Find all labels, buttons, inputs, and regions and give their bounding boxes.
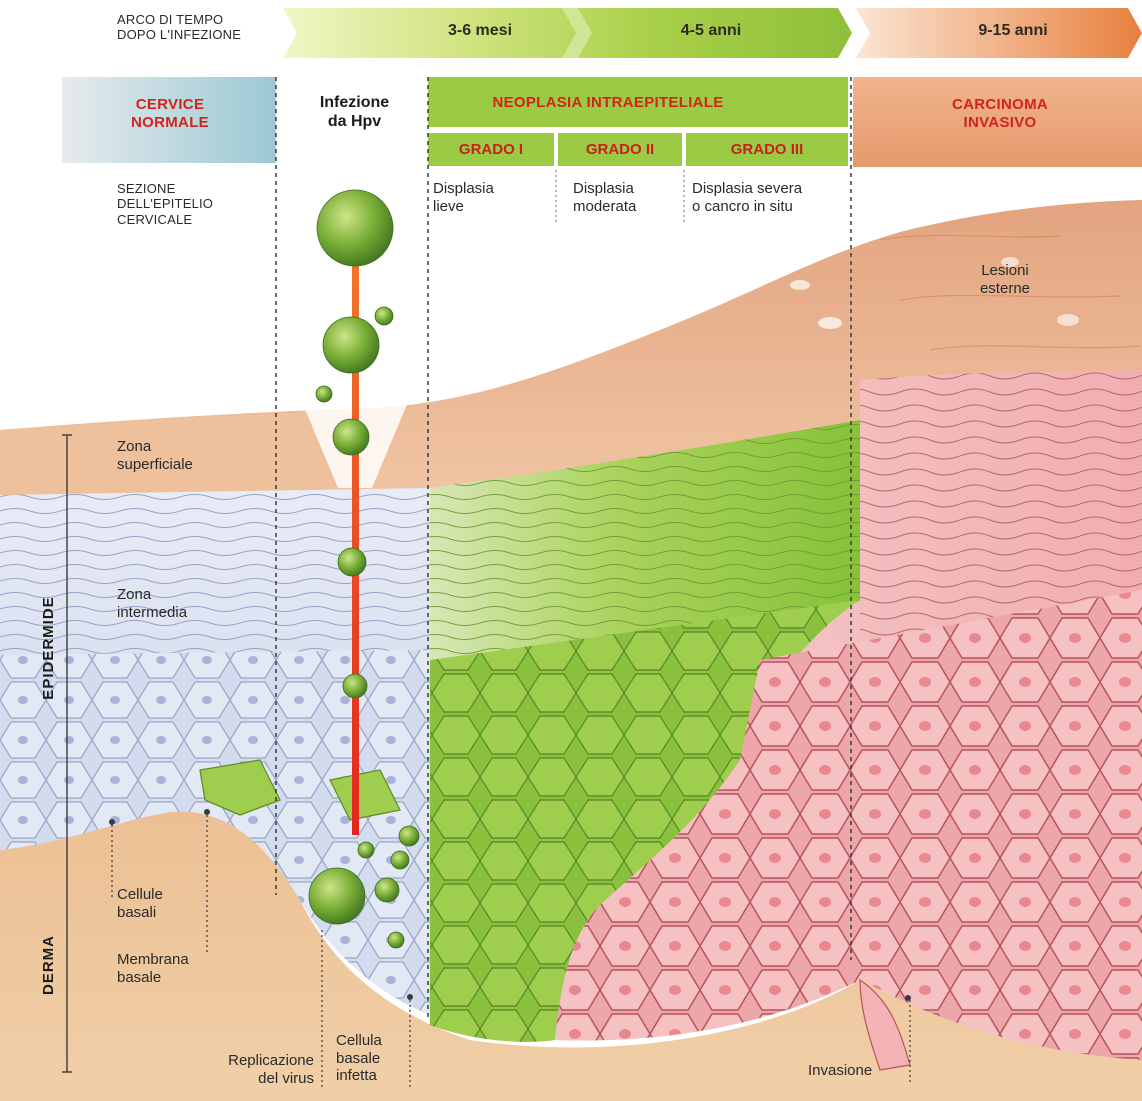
timeline-segment-2: 4-5 anni (636, 22, 786, 41)
stage-infection: Infezione da Hpv (282, 94, 427, 132)
grade-2-label: GRADO II (558, 141, 682, 159)
grade-1-description: Displasia lieve (433, 180, 553, 215)
timeline-segment-1: 3-6 mesi (405, 22, 555, 41)
stage-neoplasia: NEOPLASIA INTRAEPITELIALE (428, 94, 788, 112)
stage-normal: CERVICE NORMALE (95, 96, 245, 131)
grade-3-label: GRADO III (686, 141, 848, 159)
virus-particle (388, 932, 404, 948)
virus-replication-label: Replicazione del virus (190, 1052, 314, 1087)
virus-particle (316, 386, 332, 402)
intermediate-zone-label: Zona intermedia (117, 586, 257, 621)
virus-particle (391, 851, 409, 869)
basal-membrane-label: Membrana basale (117, 951, 237, 986)
grade-2-description: Displasia moderata (573, 180, 683, 215)
grade-1-label: GRADO I (428, 141, 554, 159)
timeline-segment-3: 9-15 anni (938, 22, 1088, 41)
basal-cells-label: Cellule basali (117, 886, 217, 921)
virus-particle (317, 190, 393, 266)
dermis-label: DERMA (40, 925, 60, 1005)
virus-particle (399, 826, 419, 846)
invasion-label: Invasione (808, 1062, 908, 1080)
section-label: SEZIONE DELL'EPITELIO CERVICALE (117, 181, 267, 227)
virus-particle (343, 674, 367, 698)
timeline-label: ARCO DI TEMPO DOPO L'INFEZIONE (117, 12, 287, 43)
external-lesions-label: Lesioni esterne (950, 262, 1060, 297)
virus-particle (358, 842, 374, 858)
virus-particle (375, 878, 399, 902)
virus-particle (323, 317, 379, 373)
superficial-zone-label: Zona superficiale (117, 438, 257, 473)
infected-basal-cell-label: Cellula basale infetta (336, 1032, 416, 1085)
virus-particle (375, 307, 393, 325)
epidermis-label: EPIDERMIDE (40, 588, 60, 708)
virus-particle (338, 548, 366, 576)
virus-particle (309, 868, 365, 924)
virus-particle (333, 419, 369, 455)
grade-3-description: Displasia severa o cancro in situ (692, 180, 847, 215)
stage-carcinoma: CARCINOMA INVASIVO (900, 96, 1100, 131)
